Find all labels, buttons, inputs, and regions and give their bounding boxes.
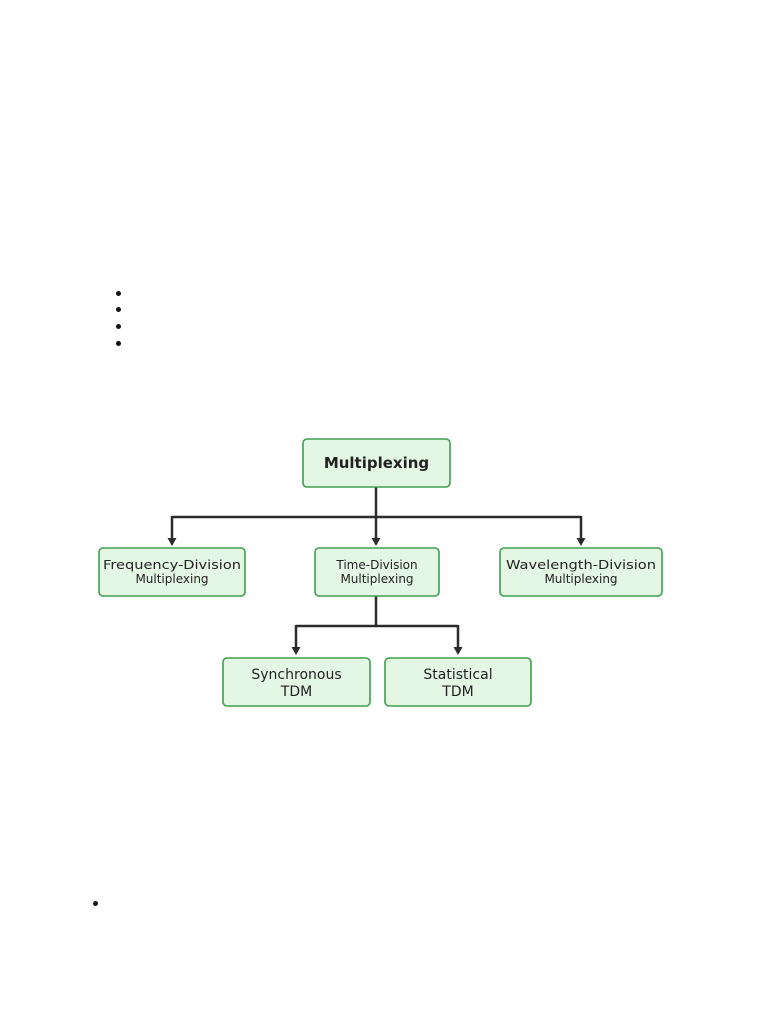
tdm-connectors — [291, 596, 463, 655]
list-bullet-3 — [116, 324, 121, 329]
node-multiplexing-box — [302, 438, 451, 488]
node-statistical-tdm-box — [384, 657, 532, 707]
node-frequency-division-line1: Frequency-Division — [103, 558, 241, 572]
node-frequency-division: Frequency-Division Multiplexing — [98, 547, 246, 597]
node-time-division-line2: Multiplexing — [340, 572, 413, 586]
node-time-division: Time-Division Multiplexing — [314, 547, 440, 597]
node-time-division-line1: Time-Division — [335, 558, 417, 572]
node-statistical-tdm: Statistical TDM — [384, 657, 532, 707]
node-statistical-tdm-line2: TDM — [441, 684, 473, 700]
list-bullet-5 — [93, 901, 98, 906]
node-frequency-division-box — [98, 547, 246, 597]
node-multiplexing: Multiplexing — [302, 438, 451, 488]
list-bullet-1 — [116, 291, 121, 296]
root-connectors — [167, 487, 586, 546]
node-synchronous-tdm-line1: Synchronous — [251, 667, 341, 683]
node-time-division-box — [314, 547, 440, 597]
stat-arrowhead — [453, 647, 463, 655]
node-multiplexing-label: Multiplexing — [324, 454, 429, 472]
node-synchronous-tdm-line2: TDM — [280, 684, 312, 700]
node-frequency-division-line2: Multiplexing — [135, 572, 208, 586]
fdm-arrowhead — [167, 538, 177, 546]
node-wavelength-division: Wavelength-Division Multiplexing — [499, 547, 663, 597]
node-wavelength-division-box — [499, 547, 663, 597]
sync-arrowhead — [291, 647, 301, 655]
list-bullet-2 — [116, 307, 121, 312]
node-wavelength-division-line2: Multiplexing — [544, 572, 617, 586]
wdm-arrowhead — [576, 538, 586, 546]
node-statistical-tdm-line1: Statistical — [423, 667, 492, 683]
node-synchronous-tdm: Synchronous TDM — [222, 657, 371, 707]
node-wavelength-division-line1: Wavelength-Division — [506, 558, 656, 572]
tdm-arrowhead — [371, 538, 381, 546]
node-synchronous-tdm-box — [222, 657, 371, 707]
list-bullet-4 — [116, 341, 121, 346]
